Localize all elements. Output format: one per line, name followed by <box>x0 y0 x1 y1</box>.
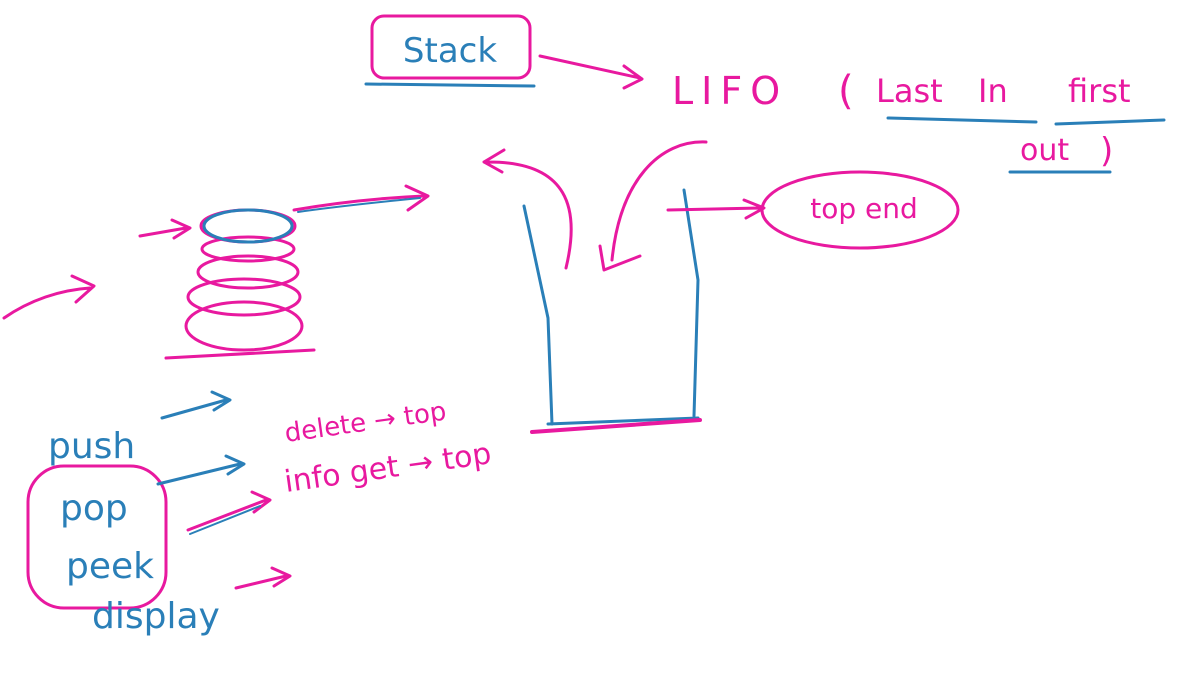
plate-stack-base <box>164 348 316 360</box>
operation-peek: peek <box>66 546 154 587</box>
pop-note: delete → top <box>283 397 448 449</box>
container-right-wall <box>682 188 700 418</box>
underline-first <box>1054 118 1166 126</box>
arrow-peek <box>186 490 272 532</box>
arrow-top-plate-out <box>292 184 430 212</box>
container-left-wall <box>522 204 554 426</box>
stack-title-group: Stack <box>364 14 536 88</box>
container-bottom <box>546 416 700 426</box>
top-end-ellipse <box>760 170 960 250</box>
arrow-to-top-plate <box>138 218 192 240</box>
arrow-top-plate-out-blue <box>297 197 421 213</box>
lifo-in-word: In <box>978 72 1008 110</box>
stack-title-box <box>370 14 532 80</box>
arrow-pop-out <box>482 148 573 270</box>
lifo-text: LIFO <box>672 69 788 113</box>
pop-peek-highlight-box <box>26 464 168 610</box>
lifo-close-paren: ) <box>1100 131 1113 171</box>
arrow-stack-to-lifo <box>538 54 644 90</box>
stack-title-underline <box>364 82 536 88</box>
plate-2 <box>196 254 300 290</box>
stack-container-drawing <box>482 140 766 434</box>
arrow-to-top-end <box>666 198 766 220</box>
container-bottom-pink <box>530 418 702 434</box>
arrow-display <box>234 566 292 590</box>
plate-4 <box>184 300 304 352</box>
lifo-out-word: out <box>1020 133 1069 168</box>
arrow-into-plate-stack <box>2 274 96 320</box>
operation-notes: delete → top info get → top <box>282 397 493 500</box>
arrow-push-in <box>598 140 708 272</box>
operation-pop: pop <box>60 488 128 529</box>
arrow-pop <box>156 454 246 486</box>
plate-stack-drawing <box>2 184 430 360</box>
lifo-open-paren: ( <box>838 68 854 114</box>
operation-push: push <box>48 426 135 467</box>
lifo-first-word: first <box>1068 72 1131 110</box>
underline-last-in <box>886 116 1038 124</box>
top-end-label-group: top end <box>760 170 960 250</box>
plate-3 <box>186 277 302 317</box>
top-plate-highlight <box>202 208 294 244</box>
operations-list: push pop peek display <box>26 390 292 637</box>
stack-title-text: Stack <box>403 31 497 71</box>
plate-1 <box>200 235 296 263</box>
lifo-last-word: Last <box>876 72 943 110</box>
top-end-label: top end <box>810 192 918 225</box>
operation-display: display <box>92 596 220 637</box>
arrow-peek-blue <box>189 505 261 535</box>
peek-note: info get → top <box>282 436 493 500</box>
lifo-definition-group: LIFO ( Last In first out ) <box>672 68 1166 174</box>
arrow-push <box>160 390 232 420</box>
